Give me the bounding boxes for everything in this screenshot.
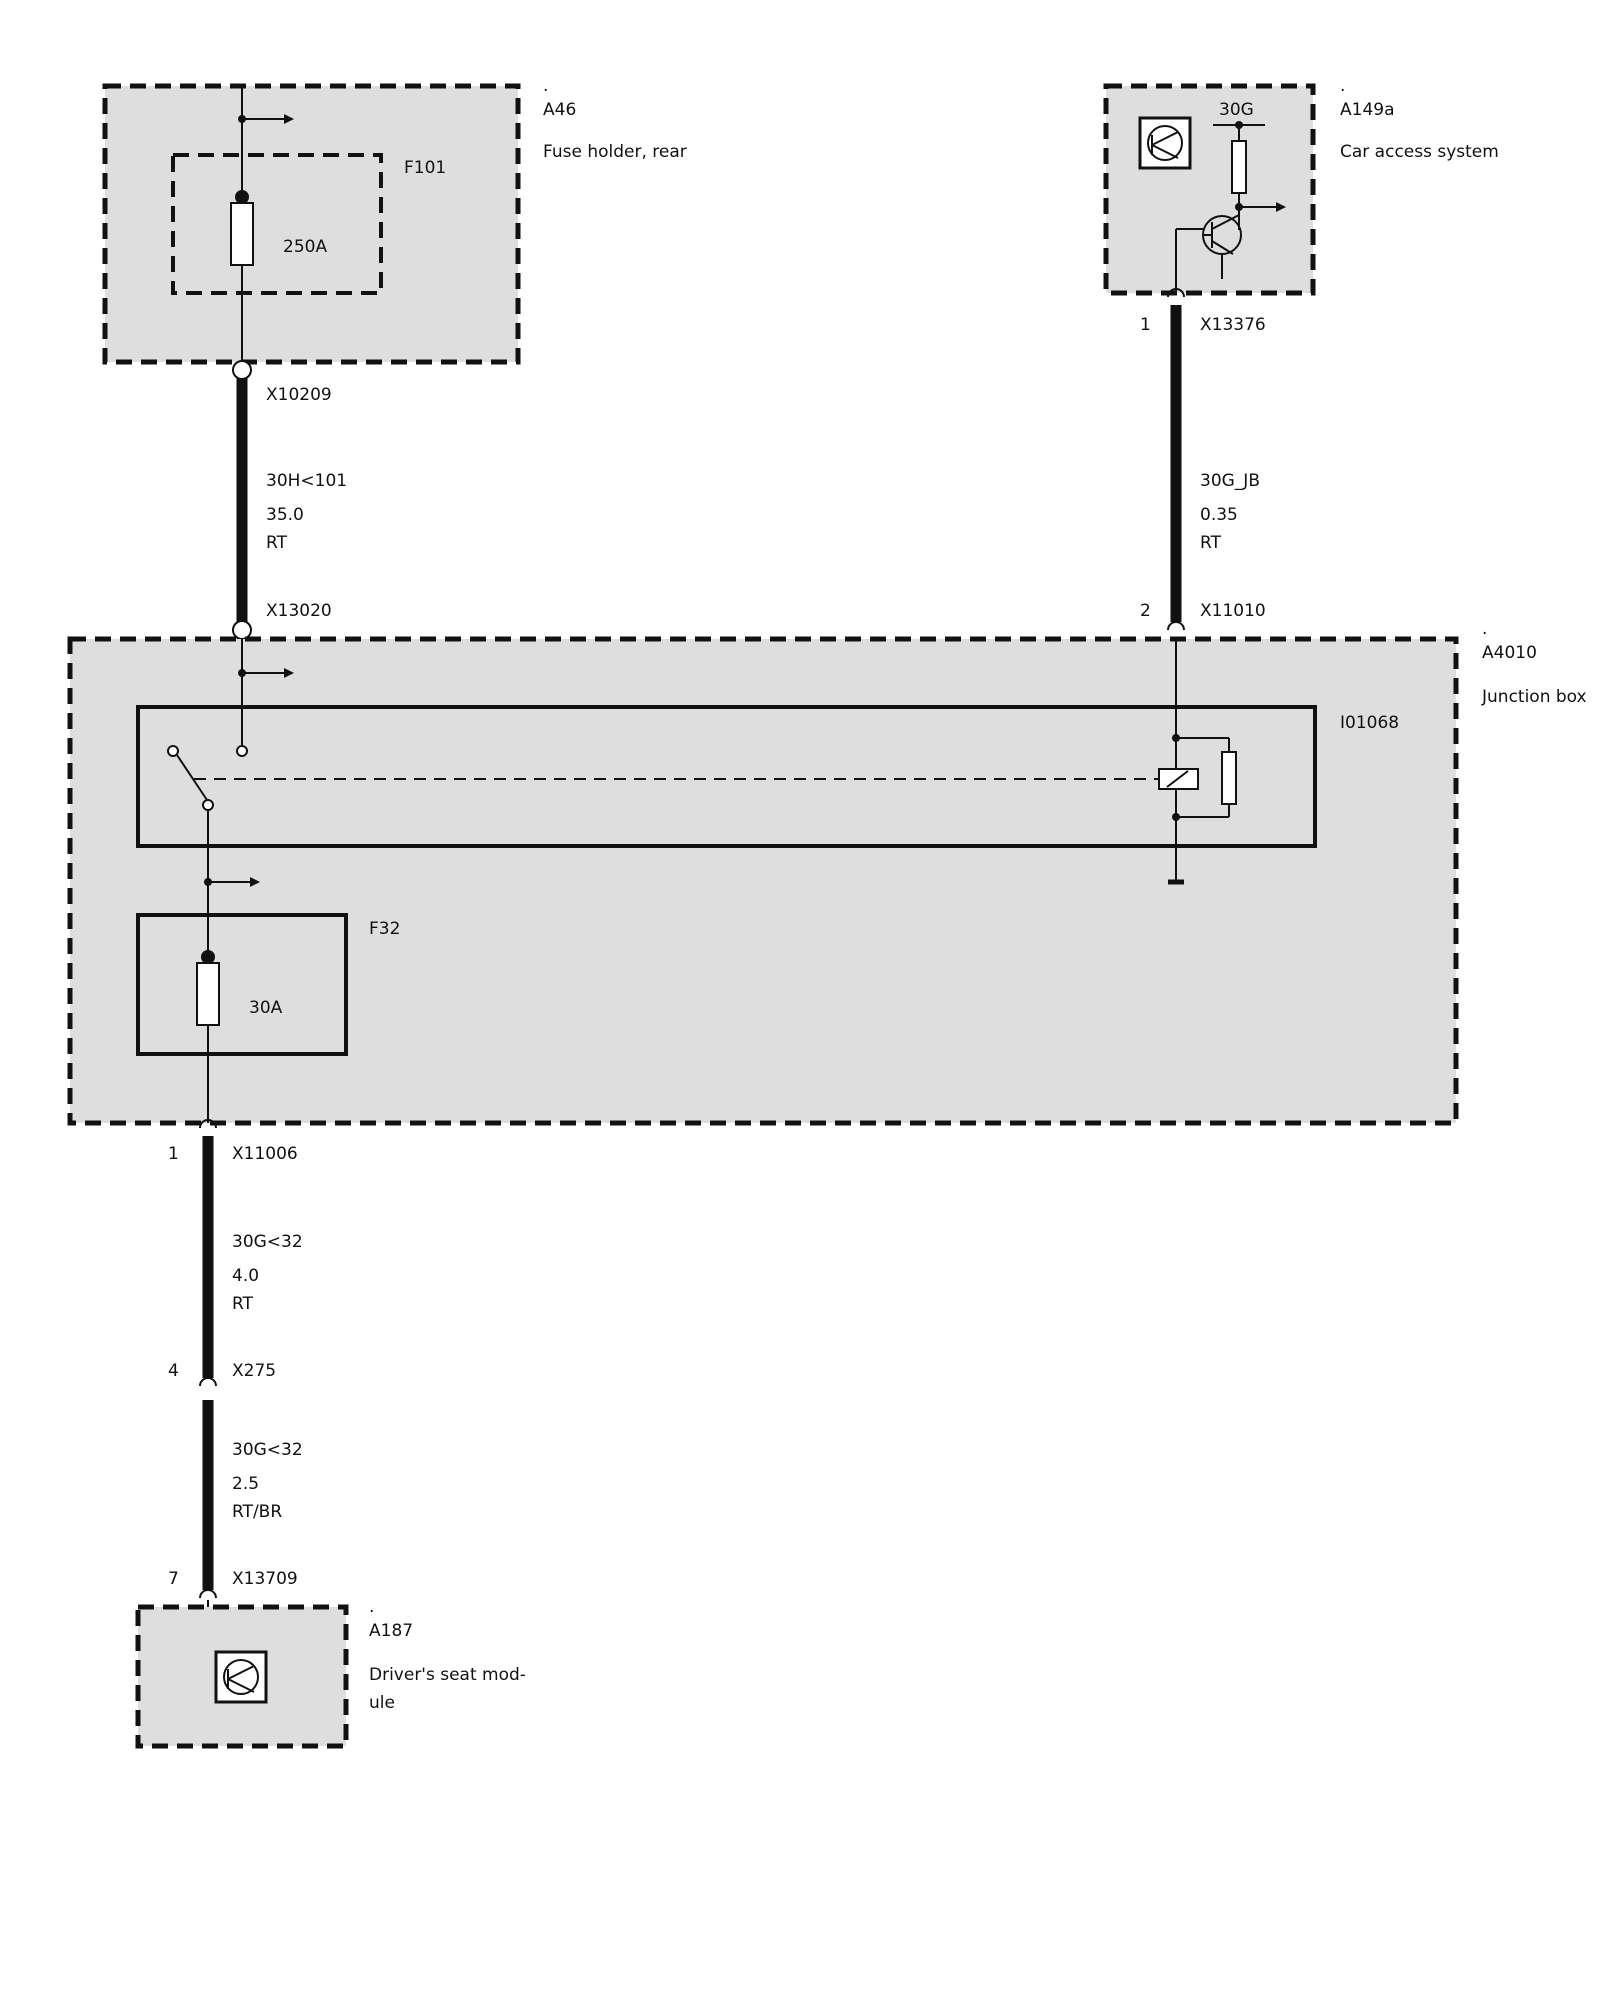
fuse-30a-icon [196, 962, 220, 1026]
connector-x11006-pin: 1 [168, 1144, 179, 1164]
relay-i01068-outline [136, 705, 1317, 848]
a46-outline [102, 83, 521, 365]
a46-marker: . [543, 76, 548, 96]
relay-contact-open-icon [167, 745, 179, 757]
connector-x10209-icon [232, 360, 252, 380]
wire-30g-32-b: 30G<32 2.5 RT/BR 7 X13709 [168, 1400, 303, 1599]
wire-w3-signal: 30G<32 [232, 1232, 303, 1252]
a187-marker: . [369, 1597, 374, 1617]
a149a-terminal-label: 30G [1219, 100, 1254, 120]
connector-x11010-icon [1167, 621, 1185, 631]
a4010-outline [67, 636, 1459, 1126]
f101-rating: 250A [283, 237, 327, 257]
wire-30h-101: X10209 30H<101 35.0 RT X13020 [232, 360, 347, 640]
connector-x13376-label: X13376 [1200, 315, 1266, 335]
junction-box-a4010: . A4010 Junction box I01068 F3 [67, 619, 1587, 1126]
wire-w4-signal: 30G<32 [232, 1440, 303, 1460]
wire-w2-size: 0.35 [1200, 505, 1238, 525]
wire-w2-signal: 30G_JB [1200, 471, 1260, 491]
connector-x11006-icon [199, 1119, 217, 1129]
wire-30g-jb: 1 X13376 30G_JB 0.35 RT 2 X11010 [1140, 288, 1266, 631]
connector-x13020-icon [232, 620, 252, 640]
relay-contact-common-icon [202, 799, 214, 811]
drivers-seat-module-a187: . A187 Driver's seat mod- ule [135, 1597, 526, 1749]
a46-label: A46 [543, 100, 576, 120]
wire-w4-size: 2.5 [232, 1474, 259, 1494]
a149a-label: A149a [1340, 100, 1395, 120]
connector-x13020-label: X13020 [266, 601, 332, 621]
connector-x13709-label: X13709 [232, 1569, 298, 1589]
wire-w1-size: 35.0 [266, 505, 304, 525]
fuse-holder-rear-a46: 250A F101 . A46 Fuse holder, rear [102, 76, 687, 365]
a149a-marker: . [1340, 76, 1345, 96]
wire-w3-size: 4.0 [232, 1266, 259, 1286]
a4010-label: A4010 [1482, 643, 1537, 663]
connector-x275-label: X275 [232, 1361, 276, 1381]
f32-rating: 30A [249, 998, 283, 1018]
a187-name-line1: Driver's seat mod- [369, 1665, 526, 1685]
a187-label: A187 [369, 1621, 413, 1641]
connector-x13709-icon [199, 1589, 217, 1599]
a149a-outline [1103, 83, 1316, 296]
connector-x11010-pin: 2 [1140, 601, 1151, 621]
a46-name: Fuse holder, rear [543, 142, 687, 162]
a4010-marker: . [1482, 619, 1487, 639]
connector-x11010-label: X11010 [1200, 601, 1266, 621]
a4010-name: Junction box [1481, 687, 1587, 707]
f32-terminal-dot [201, 950, 215, 964]
relay-suppressor-resistor-icon [1221, 751, 1237, 805]
connector-x275-icon [199, 1377, 217, 1387]
car-access-system-a149a: 30G . A149a Car access system [1103, 76, 1499, 296]
wire-w1-signal: 30H<101 [266, 471, 347, 491]
connector-x13709-pin: 7 [168, 1569, 179, 1589]
wire-30g-32-a: 1 X11006 30G<32 4.0 RT 4 X275 [168, 1119, 303, 1387]
f32-label: F32 [369, 919, 400, 939]
connector-x13376-pin: 1 [1140, 315, 1151, 335]
wire-w1-color: RT [266, 533, 288, 553]
resistor-icon [1231, 140, 1247, 194]
relay-contact-fixed-icon [236, 745, 248, 757]
connector-x13376-icon [1167, 288, 1185, 298]
relay-switch-arm-icon [176, 754, 208, 801]
wire-w3-color: RT [232, 1294, 254, 1314]
connector-x11006-label: X11006 [232, 1144, 298, 1164]
f101-terminal-dot [235, 190, 249, 204]
wire-w2-color: RT [1200, 533, 1222, 553]
f32-outline [136, 913, 348, 1056]
f101-label: F101 [404, 158, 446, 178]
fuse-250a-icon [230, 202, 254, 266]
connector-x10209-label: X10209 [266, 385, 332, 405]
wire-w4-color: RT/BR [232, 1502, 282, 1522]
relay-i01068-label: I01068 [1340, 713, 1399, 733]
a187-name-line2: ule [369, 1693, 395, 1713]
f101-outline [171, 153, 383, 295]
connector-x275-pin: 4 [168, 1361, 179, 1381]
a149a-name: Car access system [1340, 142, 1499, 162]
